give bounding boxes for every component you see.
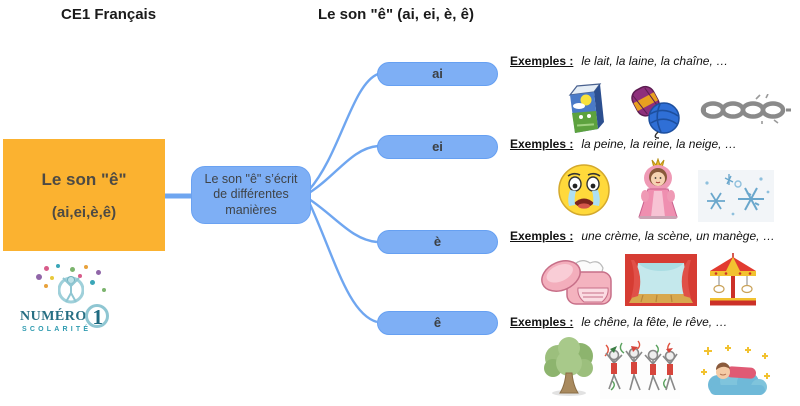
- root-node: Le son "ê" (ai,ei,è,ê): [3, 139, 165, 251]
- confetti-dot: [36, 274, 42, 280]
- examples-line-e-grave: Exemples : une crème, la scène, un manège…: [510, 229, 796, 243]
- root-node-line1: Le son "ê": [41, 169, 127, 189]
- confetti-dot: [44, 266, 49, 271]
- carousel-icon: [710, 253, 756, 306]
- branch-pill-ai: ai: [377, 62, 498, 86]
- numero1-scolarite-logo: NUMÉRO 1 SCOLARITÉ: [18, 264, 128, 354]
- branch-pill-e-grave: è: [377, 230, 498, 254]
- examples-label: Exemples :: [510, 315, 574, 329]
- confetti-dot: [84, 265, 88, 269]
- dreaming-sleeper-icon: [701, 345, 770, 395]
- snowflakes-icon: [698, 170, 774, 222]
- logo-numeral: 1: [84, 304, 111, 330]
- branch-pill-ei: ei: [377, 135, 498, 159]
- connector-e-grave: [308, 198, 378, 244]
- examples-words: le lait, la laine, la chaîne, …: [581, 54, 729, 68]
- lesson-title: Le son "ê" (ai, ei, è, ê): [318, 6, 474, 23]
- connector-e-circ: [307, 201, 378, 324]
- examples-words: une crème, la scène, un manège, …: [581, 229, 775, 243]
- logo-brand-text: NUMÉRO: [20, 309, 87, 324]
- examples-line-ai: Exemples : le lait, la laine, la chaîne, …: [510, 54, 796, 68]
- confetti-dot: [102, 288, 106, 292]
- confetti-dot: [78, 274, 82, 278]
- logo-figure-icon: [58, 276, 84, 304]
- theater-stage-icon: [625, 254, 697, 306]
- connector-ai: [308, 72, 379, 191]
- root-node-line2: (ai,ei,è,ê): [51, 203, 117, 221]
- examples-label: Exemples :: [510, 229, 574, 243]
- chain-icon: [700, 94, 791, 124]
- oak-tree-icon: [544, 337, 593, 396]
- examples-words: le chêne, la fête, le rêve, …: [581, 315, 728, 329]
- examples-words: la peine, la reine, la neige, …: [581, 137, 737, 151]
- milk-carton-icon: [568, 83, 604, 133]
- queen-icon: [638, 158, 678, 219]
- confetti-dot: [56, 264, 60, 268]
- confetti-dot: [50, 276, 54, 280]
- cream-jar-icon: [541, 260, 612, 305]
- party-dancers-icon: [600, 337, 680, 399]
- connector-ei: [308, 144, 379, 195]
- examples-line-ei: Exemples : la peine, la reine, la neige, …: [510, 137, 796, 151]
- logo-ring: [84, 304, 109, 328]
- center-node: Le son "ê" s’écrit de différentes manièr…: [191, 166, 311, 224]
- crying-face-icon: [558, 164, 610, 216]
- examples-label: Exemples :: [510, 137, 574, 151]
- branch-pill-e-circ: ê: [377, 311, 498, 335]
- confetti-dot: [90, 280, 95, 285]
- confetti-dot: [70, 267, 75, 272]
- yarn-ball-icon: [631, 85, 680, 139]
- confetti-dot: [44, 284, 48, 288]
- examples-label: Exemples :: [510, 54, 574, 68]
- logo-subtitle-text: SCOLARITÉ: [22, 326, 92, 333]
- course-title: CE1 Français: [61, 6, 157, 23]
- examples-line-e-circ: Exemples : le chêne, la fête, le rêve, …: [510, 315, 796, 329]
- confetti-dot: [96, 270, 101, 275]
